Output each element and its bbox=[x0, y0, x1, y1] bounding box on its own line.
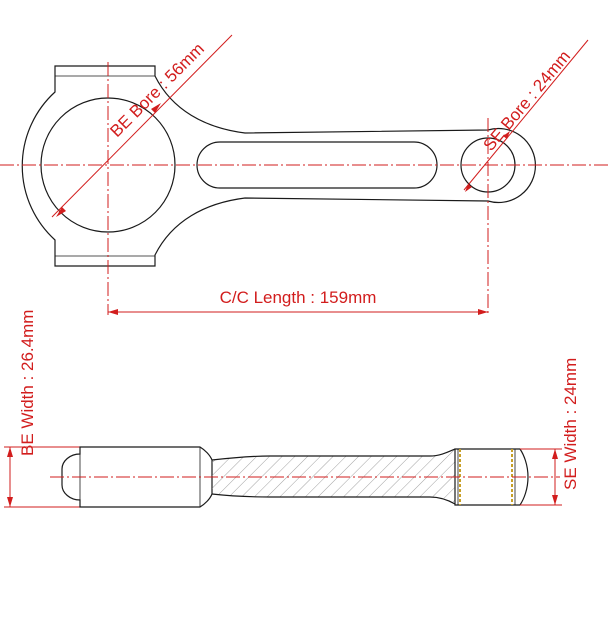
se-bore-leader bbox=[463, 39, 589, 191]
be-width-arrow-top bbox=[7, 447, 13, 457]
se-width-label: SE Width : 24mm bbox=[561, 358, 580, 490]
beam-outline bbox=[211, 448, 456, 505]
se-bore-arrow-2 bbox=[503, 131, 510, 139]
se-bore-label: SE Bore : 24mm bbox=[480, 47, 575, 155]
se-width-arrow-top bbox=[552, 449, 558, 459]
be-width-arrow-bottom bbox=[7, 497, 13, 507]
big-end-side bbox=[61, 446, 213, 508]
beam-section bbox=[212, 449, 455, 504]
se-width-arrow-bottom bbox=[552, 495, 558, 505]
be-bore-leader bbox=[51, 34, 233, 218]
se-bore-arrow-1 bbox=[465, 184, 472, 192]
side-view: BE Width : 26.4mm SE Width : 24mm bbox=[4, 310, 580, 508]
cc-length-arrow-right bbox=[478, 309, 488, 315]
be-bore-arrow-1 bbox=[56, 207, 66, 217]
small-end-side bbox=[454, 448, 529, 506]
be-bore-arrow-2 bbox=[151, 103, 161, 113]
top-view: BE Bore : 56mm SE Bore : 24mm C/C Length… bbox=[0, 34, 611, 315]
be-width-label: BE Width : 26.4mm bbox=[18, 310, 37, 456]
big-end-outline bbox=[21, 65, 537, 267]
cc-length-label: C/C Length : 159mm bbox=[220, 288, 377, 307]
be-bore-label: BE Bore : 56mm bbox=[106, 39, 208, 141]
cc-length-arrow-left bbox=[108, 309, 118, 315]
